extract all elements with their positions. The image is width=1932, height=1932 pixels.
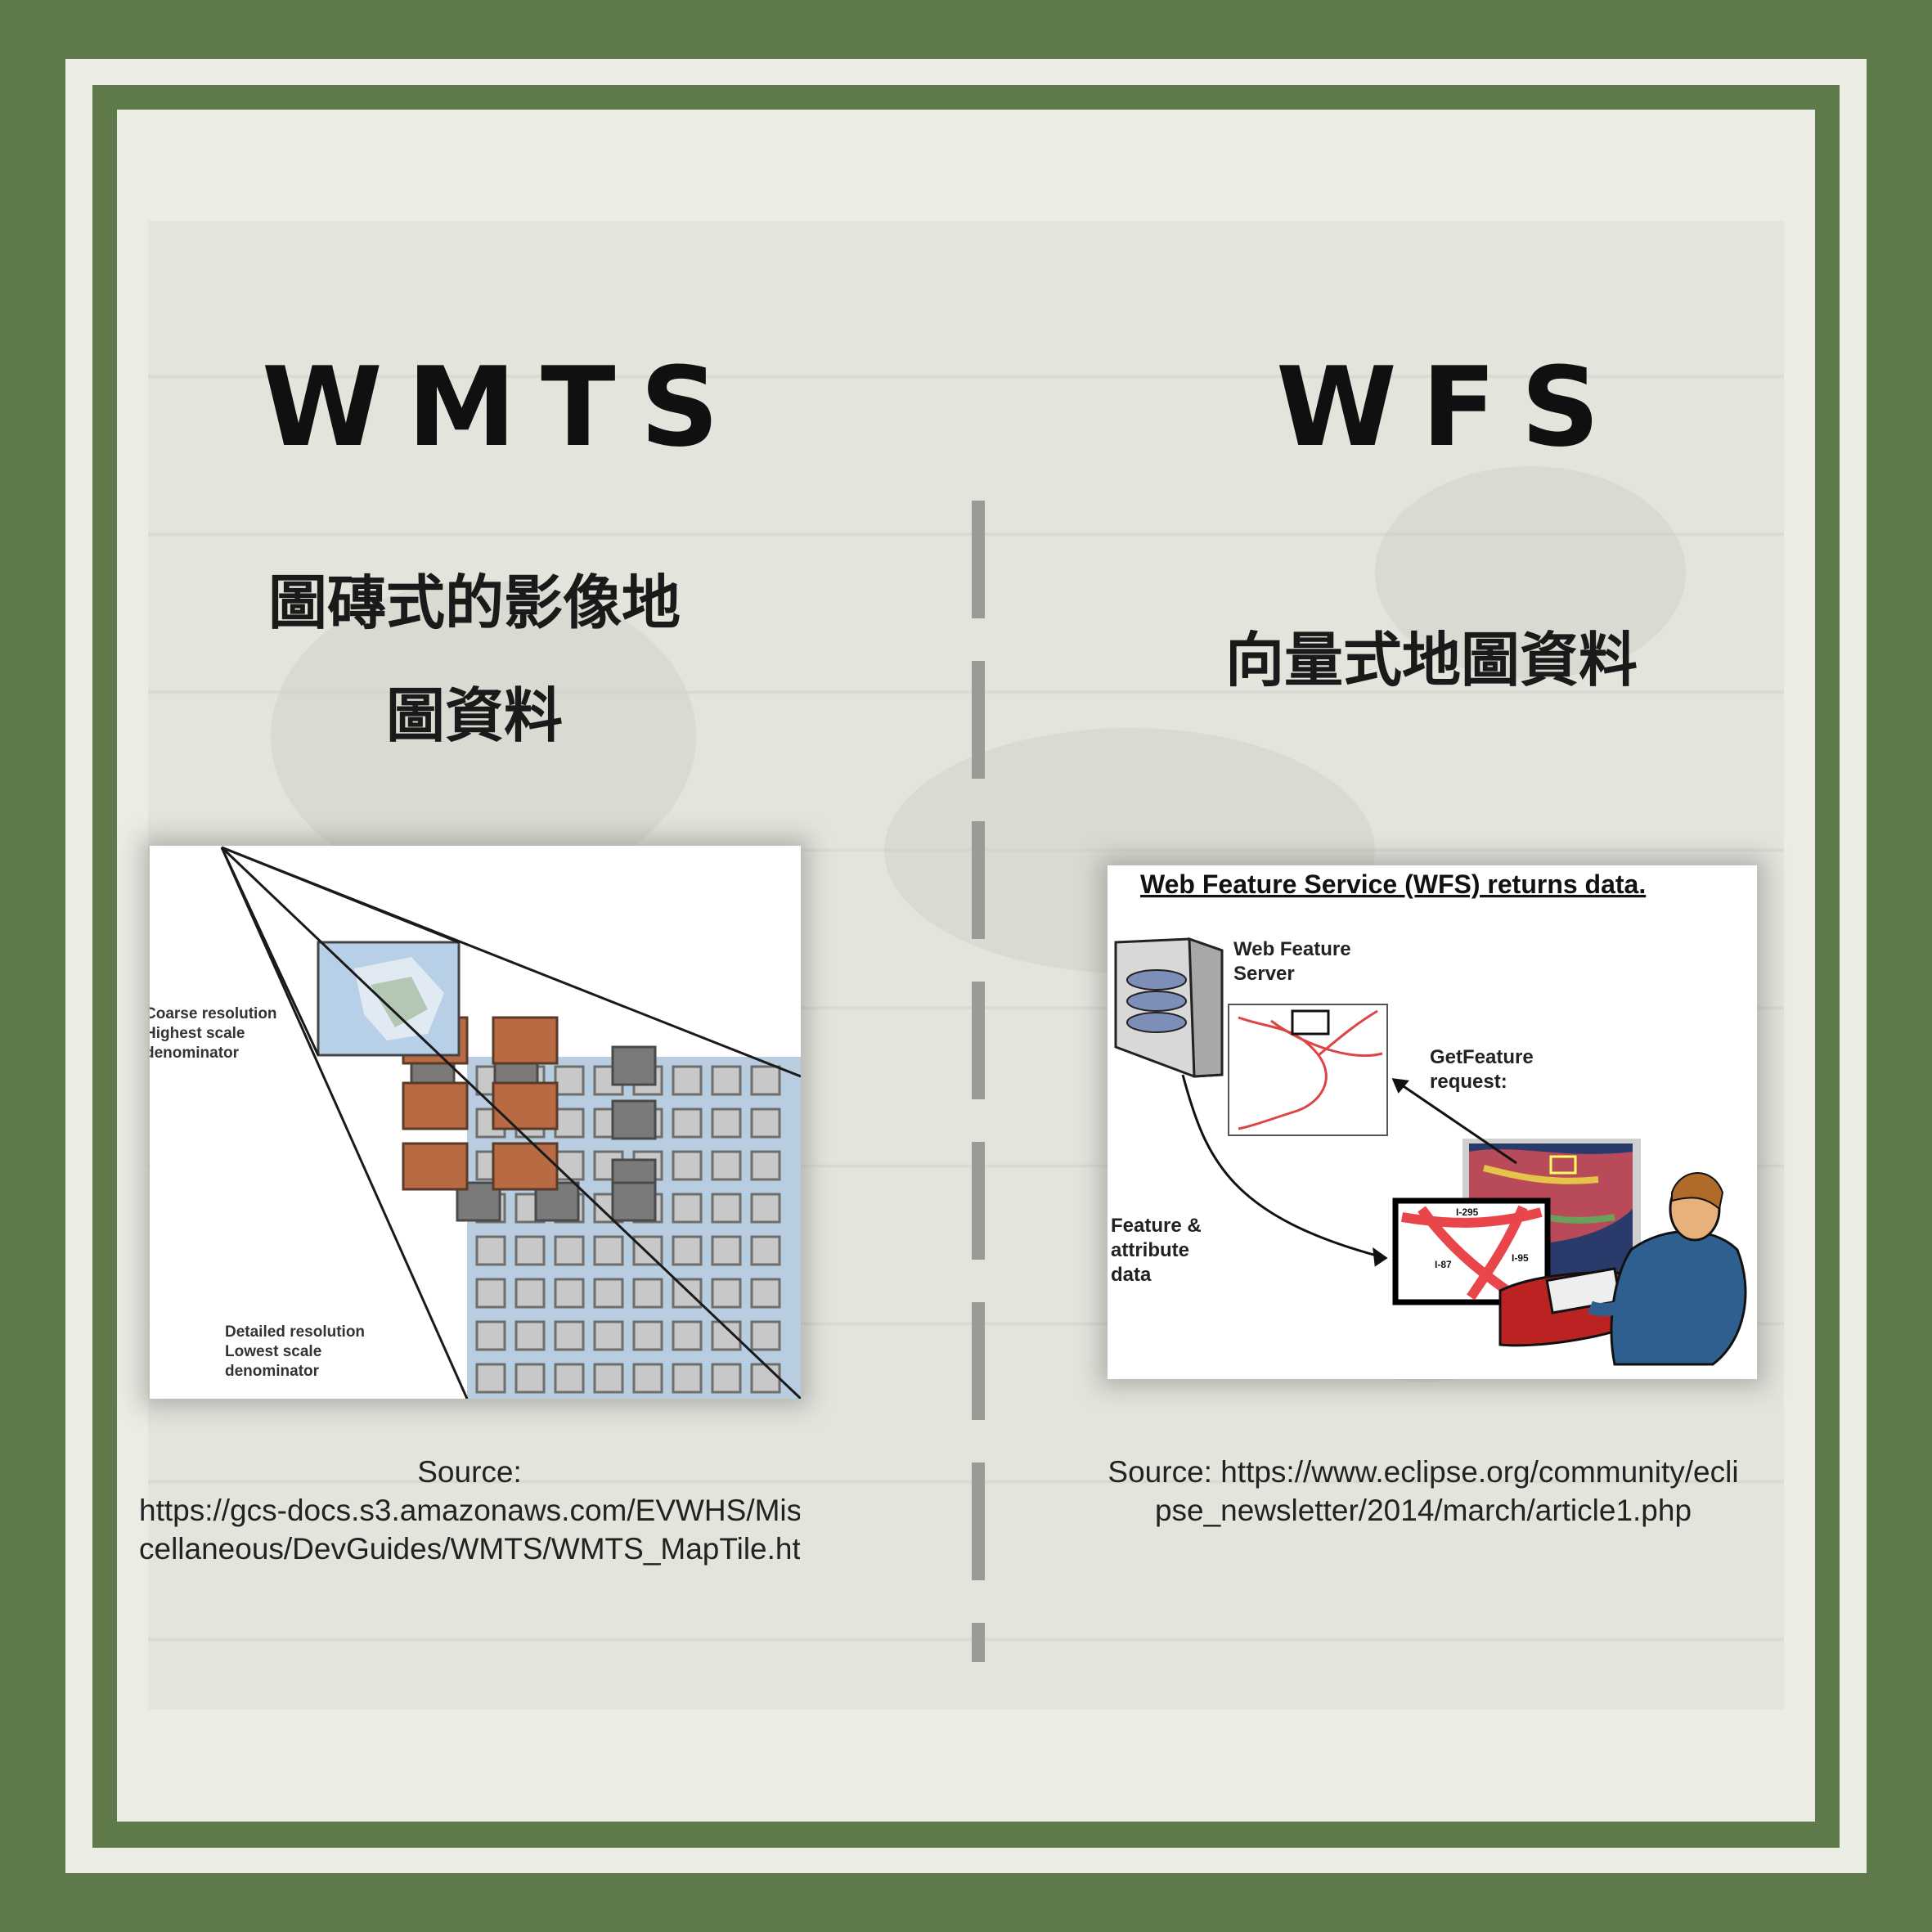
label-detail-denominator: denominator [225, 1363, 320, 1380]
label-web-feature: Web Feature [1233, 938, 1351, 960]
flow-arrows [1181, 1074, 1517, 1267]
wmts-source-line3: cellaneous/DevGuides/WMTS/WMTS_MapTile.h… [139, 1532, 800, 1566]
wfs-subtitle: 向量式地圖資料 [1224, 626, 1638, 694]
wmts-subtitle-line2: 圖資料 [385, 681, 563, 750]
road-label-i95: I-95 [1512, 1252, 1529, 1264]
wmts-diagram-svg: Coarse resolution Highest scale denomina… [150, 846, 801, 1399]
label-getfeature: GetFeature [1430, 1046, 1534, 1068]
person-at-computer-icon [1498, 1172, 1747, 1366]
road-label-i87: I-87 [1435, 1259, 1452, 1270]
server-icon [1114, 937, 1224, 1078]
label-coarse-denominator: denominator [150, 1045, 240, 1062]
label-lowest-scale: Lowest scale [225, 1343, 321, 1360]
wmts-subtitle-line1: 圖磚式的影像地 [267, 568, 681, 637]
label-data: data [1111, 1264, 1152, 1286]
dashed-divider [972, 501, 985, 1662]
road-label-i295: I-295 [1456, 1206, 1479, 1218]
wmts-title: WMTS [262, 344, 744, 471]
label-server: Server [1233, 963, 1295, 985]
wfs-source-citation: Source: https://www.eclipse.org/communit… [1088, 1453, 1759, 1530]
label-attribute: attribute [1111, 1239, 1189, 1261]
wfs-source-line1: Source: https://www.eclipse.org/communit… [1108, 1455, 1739, 1489]
wmts-tile-pyramid-diagram: Coarse resolution Highest scale denomina… [150, 846, 801, 1399]
wfs-title: WFS [1276, 344, 1624, 471]
label-request: request: [1430, 1071, 1507, 1093]
wmts-source-citation: Source: https://gcs-docs.s3.amazonaws.co… [139, 1453, 800, 1568]
wmts-source-line2: https://gcs-docs.s3.amazonaws.com/EVWHS/… [139, 1494, 800, 1527]
label-coarse-resolution: Coarse resolution [150, 1005, 277, 1022]
feature-map-box [1228, 1004, 1388, 1136]
wfs-diagram-heading: Web Feature Service (WFS) returns data. [1140, 869, 1646, 899]
wmts-subtitle: 圖磚式的影像地 圖資料 [221, 546, 728, 772]
wmts-source-line1: Source: [417, 1455, 522, 1489]
wfs-architecture-diagram: Web Feature Service (WFS) returns data. … [1108, 865, 1757, 1379]
label-detailed-resolution: Detailed resolution [225, 1323, 365, 1341]
pyramid-lines [220, 846, 801, 1399]
wfs-diagram-svg: Web Feature Service (WFS) returns data. … [1111, 869, 1747, 1366]
coarse-tile-grid [402, 1016, 559, 1191]
label-feature: Feature & [1111, 1215, 1202, 1237]
label-highest-scale: Highest scale [150, 1025, 245, 1042]
wfs-source-line2: pse_newsletter/2014/march/article1.php [1154, 1494, 1692, 1527]
